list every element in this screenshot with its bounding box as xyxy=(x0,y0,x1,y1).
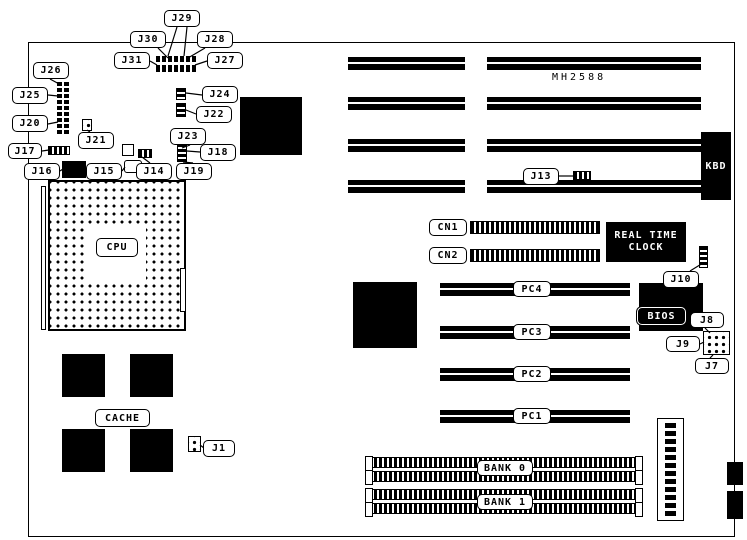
label-bank0: BANK 0 xyxy=(477,460,533,476)
label-j30: J30 xyxy=(130,31,166,48)
cpu-socket-lever-right xyxy=(180,268,186,312)
cn2-connector xyxy=(470,249,600,262)
label-j22: J22 xyxy=(196,106,232,123)
label-j24: J24 xyxy=(202,86,238,103)
label-j29: J29 xyxy=(164,10,200,27)
ic-chip-top xyxy=(240,97,302,155)
part-number-text: MH2588 xyxy=(552,72,607,83)
label-j7: J7 xyxy=(695,358,729,374)
isa-slot-2-left xyxy=(348,97,465,110)
kbd-connector: KBD xyxy=(701,132,731,200)
cache-chip-1 xyxy=(62,354,105,397)
ic-chip-middle xyxy=(353,282,417,348)
label-j9: J9 xyxy=(666,336,700,352)
rtc-text-line2: CLOCK xyxy=(628,242,664,253)
label-j31: J31 xyxy=(114,52,150,69)
isa-slot-2-right xyxy=(487,97,701,110)
isa-slot-3-left xyxy=(348,139,465,152)
label-pc2: PC2 xyxy=(513,366,551,382)
label-j15: J15 xyxy=(86,163,122,180)
j23-j18-pin-header xyxy=(177,143,187,162)
isa-slot-3-right xyxy=(487,139,701,152)
label-j17: J17 xyxy=(8,143,42,159)
label-j1: J1 xyxy=(203,440,235,457)
cn1-connector xyxy=(470,221,600,234)
j14-pin-header xyxy=(138,149,152,158)
j14-component xyxy=(122,144,134,156)
port-connector-top xyxy=(727,462,743,485)
label-cache: CACHE xyxy=(95,409,150,427)
isa-slot-4-right xyxy=(487,180,701,193)
real-time-clock: REAL TIME CLOCK xyxy=(606,222,686,262)
label-pc3: PC3 xyxy=(513,324,551,340)
label-j20: J20 xyxy=(12,115,48,132)
port-connector-bottom xyxy=(727,491,743,519)
cache-chip-3 xyxy=(62,429,105,472)
board-outline xyxy=(28,42,735,537)
label-j13: J13 xyxy=(523,168,559,185)
power-connector-pins xyxy=(665,423,676,516)
j1-pin-header xyxy=(188,436,201,452)
j24-pin-header xyxy=(176,88,186,100)
label-j16: J16 xyxy=(24,163,60,180)
label-j27: J27 xyxy=(207,52,243,69)
label-j19: J19 xyxy=(176,163,212,180)
cache-chip-4 xyxy=(130,429,173,472)
j22-pin-header xyxy=(176,103,186,117)
power-connector xyxy=(657,418,684,521)
j16-component xyxy=(62,161,86,178)
isa-slot-1-left xyxy=(348,57,465,70)
j27-j31-pin-block xyxy=(156,56,196,72)
cpu-socket-lever-left xyxy=(41,186,46,330)
label-j21: J21 xyxy=(78,132,114,149)
rtc-text-line1: REAL TIME xyxy=(614,229,678,241)
label-cpu: CPU xyxy=(96,238,138,257)
label-bank1: BANK 1 xyxy=(477,494,533,510)
j13-pin-header xyxy=(573,171,591,180)
label-pc4: PC4 xyxy=(513,281,551,297)
label-j23: J23 xyxy=(170,128,206,145)
label-j8: J8 xyxy=(690,312,724,328)
j25-j26-j20-pin-header xyxy=(57,82,69,134)
label-j28: J28 xyxy=(197,31,233,48)
j21-pin-header xyxy=(82,119,92,131)
label-cn2: CN2 xyxy=(429,247,467,264)
j7-j8-j9-pin-block xyxy=(703,331,730,355)
label-pc1: PC1 xyxy=(513,408,551,424)
cpu-socket xyxy=(48,180,186,331)
label-j18: J18 xyxy=(200,144,236,161)
label-cn1: CN1 xyxy=(429,219,467,236)
label-j25: J25 xyxy=(12,87,48,104)
isa-slot-4-left xyxy=(348,180,465,193)
j10-pin-header xyxy=(699,246,708,268)
label-j14: J14 xyxy=(136,163,172,180)
label-j10: J10 xyxy=(663,271,699,288)
j17-pin-header xyxy=(48,146,70,155)
cache-chip-2 xyxy=(130,354,173,397)
bios-label: BIOS xyxy=(637,307,686,325)
label-j26: J26 xyxy=(33,62,69,79)
isa-slot-1-right xyxy=(487,57,701,70)
